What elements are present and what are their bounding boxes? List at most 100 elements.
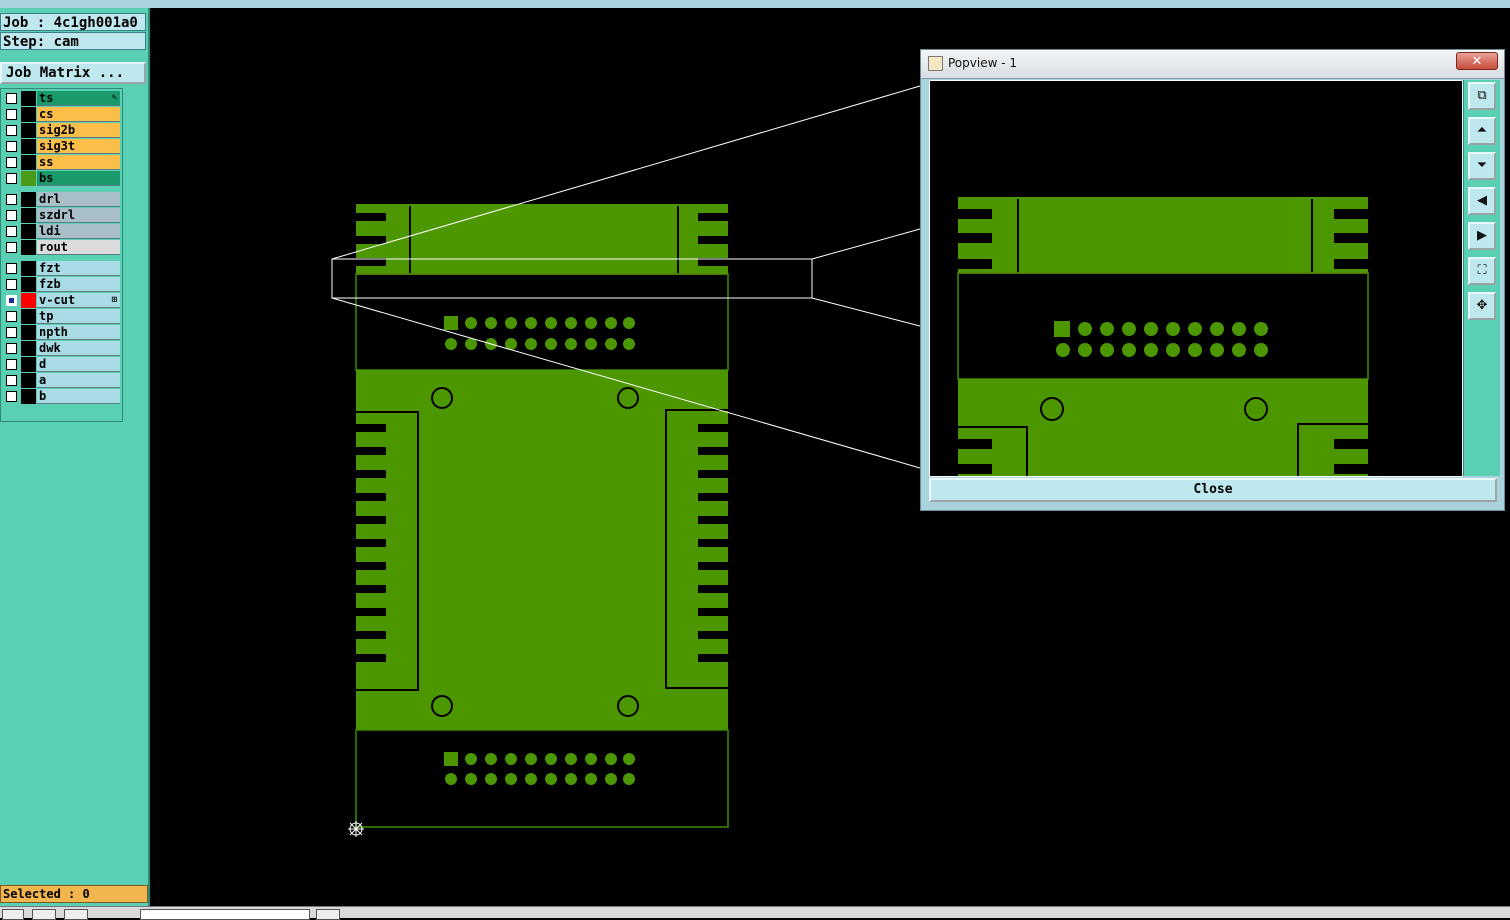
- layer-color-swatch[interactable]: [21, 171, 36, 186]
- layer-name[interactable]: tp: [37, 309, 120, 324]
- layer-checkbox[interactable]: [6, 226, 17, 237]
- layer-name[interactable]: fzb: [37, 277, 120, 292]
- layer-color-swatch[interactable]: [21, 373, 36, 388]
- job-matrix-button[interactable]: Job Matrix ...: [0, 62, 146, 84]
- layer-row-ldi[interactable]: ldi: [3, 224, 120, 239]
- layer-color-swatch[interactable]: [21, 192, 36, 207]
- bottom-button-3[interactable]: [64, 909, 88, 920]
- pan-up-icon[interactable]: ⏶: [1468, 117, 1496, 145]
- layer-row-tp[interactable]: tp: [3, 309, 120, 324]
- selected-count: Selected : 0: [0, 885, 148, 903]
- layer-checkbox[interactable]: [6, 359, 17, 370]
- layer-color-swatch[interactable]: [21, 325, 36, 340]
- layer-color-swatch[interactable]: [21, 261, 36, 276]
- layer-name[interactable]: fzt: [37, 261, 120, 276]
- layer-checkbox[interactable]: [6, 93, 17, 104]
- layer-row-ts[interactable]: ts✎: [3, 91, 120, 106]
- layer-row-fzb[interactable]: fzb: [3, 277, 120, 292]
- layer-name[interactable]: a: [37, 373, 120, 388]
- popview-graphics[interactable]: [929, 80, 1463, 477]
- layer-name[interactable]: d: [37, 357, 120, 372]
- layer-color-swatch[interactable]: [21, 341, 36, 356]
- layer-checkbox[interactable]: [6, 125, 17, 136]
- job-label: Job : 4c1gh001a0: [0, 13, 146, 31]
- popview-close-button[interactable]: Close: [929, 478, 1497, 502]
- layer-color-swatch[interactable]: [21, 224, 36, 239]
- layer-row-bs[interactable]: bs: [3, 171, 120, 186]
- layer-row-fzt[interactable]: fzt: [3, 261, 120, 276]
- popview-titlebar[interactable]: Popview - 1 ✕: [921, 50, 1504, 79]
- layer-color-swatch[interactable]: [21, 309, 36, 324]
- pan-right-icon[interactable]: ▶: [1468, 222, 1496, 250]
- layer-checkbox[interactable]: [6, 391, 17, 402]
- zoom-center-icon[interactable]: ✥: [1468, 292, 1496, 320]
- layer-color-swatch[interactable]: [21, 107, 36, 122]
- layer-name[interactable]: sig2b: [37, 123, 120, 138]
- layer-color-swatch[interactable]: [21, 139, 36, 154]
- layer-checkbox[interactable]: [6, 263, 17, 274]
- layer-name[interactable]: sig3t: [37, 139, 120, 154]
- layer-checkbox[interactable]: [6, 242, 17, 253]
- layer-row-rout[interactable]: rout: [3, 240, 120, 255]
- layer-checkbox[interactable]: [6, 210, 17, 221]
- layer-color-swatch[interactable]: [21, 240, 36, 255]
- layer-checkbox[interactable]: [6, 343, 17, 354]
- layer-row-ss[interactable]: ss: [3, 155, 120, 170]
- layer-name[interactable]: cs: [37, 107, 120, 122]
- layer-row-d[interactable]: d: [3, 357, 120, 372]
- layer-row-sig2b[interactable]: sig2b: [3, 123, 120, 138]
- window-icon[interactable]: ⧉: [1468, 82, 1496, 110]
- layer-checkbox[interactable]: [6, 375, 17, 386]
- layer-color-swatch[interactable]: [21, 123, 36, 138]
- layer-checkbox[interactable]: [6, 295, 17, 306]
- layer-row-dwk[interactable]: dwk: [3, 341, 120, 356]
- layer-name[interactable]: ss: [37, 155, 120, 170]
- layer-name[interactable]: rout: [37, 240, 120, 255]
- layer-checkbox[interactable]: [6, 194, 17, 205]
- layer-name[interactable]: b: [37, 389, 120, 404]
- layer-name[interactable]: drl: [37, 192, 120, 207]
- layer-checkbox[interactable]: [6, 141, 17, 152]
- bottom-button-1[interactable]: [2, 909, 24, 920]
- layer-row-a[interactable]: a: [3, 373, 120, 388]
- close-icon[interactable]: ✕: [1456, 52, 1498, 70]
- layer-name[interactable]: ts✎: [37, 91, 120, 106]
- layer-color-swatch[interactable]: [21, 208, 36, 223]
- popview-toolbar: ⧉ ⏶ ⏷ ◀ ▶ ⛶ ✥: [1463, 80, 1500, 476]
- layer-checkbox[interactable]: [6, 173, 17, 184]
- origin-marker-icon: [348, 821, 364, 837]
- layer-name[interactable]: ldi: [37, 224, 120, 239]
- pan-down-icon[interactable]: ⏷: [1468, 152, 1496, 180]
- step-label: Step: cam: [0, 32, 146, 50]
- layer-row-szdrl[interactable]: szdrl: [3, 208, 120, 223]
- layer-name[interactable]: bs: [37, 171, 120, 186]
- layer-name[interactable]: v-cut⊞: [37, 293, 120, 308]
- layer-color-swatch[interactable]: [21, 293, 36, 308]
- layer-checkbox[interactable]: [6, 327, 17, 338]
- layer-checkbox[interactable]: [6, 279, 17, 290]
- layer-color-swatch[interactable]: [21, 389, 36, 404]
- layer-row-v-cut[interactable]: v-cut⊞: [3, 293, 120, 308]
- layer-name[interactable]: dwk: [37, 341, 120, 356]
- zoom-fit-icon[interactable]: ⛶: [1468, 257, 1496, 285]
- layer-mark-icon: ⊞: [111, 295, 117, 305]
- layer-checkbox[interactable]: [6, 311, 17, 322]
- pan-left-icon[interactable]: ◀: [1468, 187, 1496, 215]
- layer-name[interactable]: npth: [37, 325, 120, 340]
- layer-name[interactable]: szdrl: [37, 208, 120, 223]
- bottom-button-2[interactable]: [32, 909, 56, 920]
- layer-row-cs[interactable]: cs: [3, 107, 120, 122]
- layer-row-sig3t[interactable]: sig3t: [3, 139, 120, 154]
- layer-row-drl[interactable]: drl: [3, 192, 120, 207]
- layer-row-b[interactable]: b: [3, 389, 120, 404]
- layer-row-npth[interactable]: npth: [3, 325, 120, 340]
- layer-checkbox[interactable]: [6, 109, 17, 120]
- bottom-button-4[interactable]: [316, 909, 340, 920]
- layer-color-swatch[interactable]: [21, 277, 36, 292]
- layer-color-swatch[interactable]: [21, 155, 36, 170]
- command-input[interactable]: [140, 909, 310, 920]
- layer-color-swatch[interactable]: [21, 91, 36, 106]
- layer-checkbox[interactable]: [6, 157, 17, 168]
- bottom-toolbar: [0, 906, 1510, 920]
- layer-color-swatch[interactable]: [21, 357, 36, 372]
